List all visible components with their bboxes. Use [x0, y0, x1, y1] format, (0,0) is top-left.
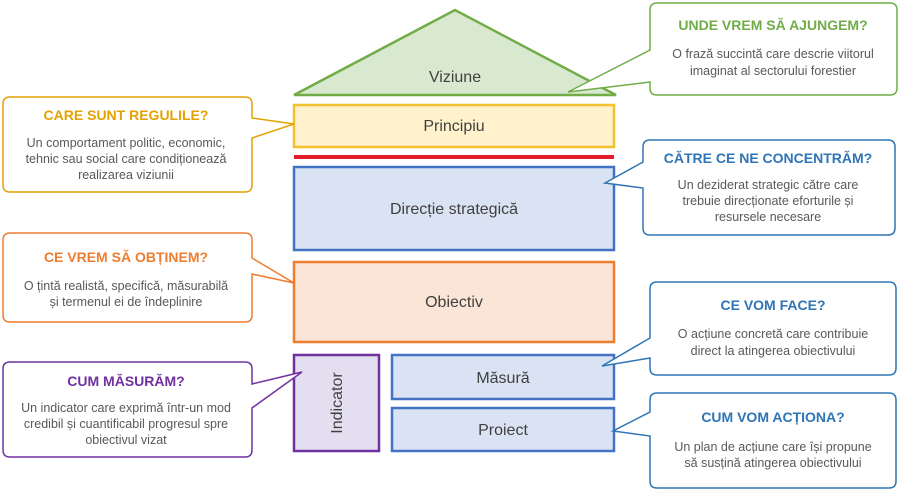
- masura-callout-line: O acțiune concretă care contribuie: [678, 327, 868, 341]
- proiect-box: Proiect: [390, 406, 616, 453]
- masura-box: Măsură: [390, 353, 616, 401]
- directie-rect: [292, 165, 616, 252]
- indicator-box: Indicator: [292, 353, 381, 453]
- principiu-callout: CARE SUNT REGULILE? Un comportament poli…: [2, 96, 295, 193]
- obiectiv-callout: CE VREM SĂ OBȚINEM? O țintă realistă, sp…: [2, 232, 295, 323]
- indicator-callout-title: CUM MĂSURĂM?: [67, 373, 184, 389]
- masura-callout: CE VOM FACE? O acțiune concretă care con…: [601, 281, 897, 376]
- viziune-callout-title: UNDE VREM SĂ AJUNGEM?: [678, 17, 867, 33]
- directie-callout-title: CĂTRE CE NE CONCENTRĂM?: [664, 150, 872, 166]
- proiect-callout: CUM VOM ACȚIONA? Un plan de acțiune care…: [610, 392, 897, 489]
- masura-rect: [390, 353, 616, 401]
- viziune-label: Viziune: [429, 69, 481, 86]
- masura-label: Măsură: [476, 370, 529, 387]
- directie-callout-line: resursele necesare: [715, 210, 821, 224]
- directie-box: Direcție strategică: [292, 165, 616, 252]
- obiectiv-callout-title: CE VREM SĂ OBȚINEM?: [44, 249, 208, 265]
- directie-callout: CĂTRE CE NE CONCENTRĂM? Un deziderat str…: [602, 139, 896, 236]
- proiect-rect: [390, 406, 616, 453]
- principiu-callout-title: CARE SUNT REGULILE?: [44, 107, 209, 123]
- indicator-rect: [292, 353, 381, 453]
- proiect-callout-line: Un plan de acțiune care își propune: [674, 440, 871, 454]
- indicator-callout-line: Un indicator care exprimă într-un mod: [21, 401, 231, 415]
- principiu-callout-line: Un comportament politic, economic,: [27, 136, 226, 150]
- principiu-rect: [292, 103, 616, 149]
- principiu-callout-shape: [2, 96, 295, 193]
- masura-callout-title: CE VOM FACE?: [720, 297, 825, 313]
- principiu-label: Principiu: [423, 118, 484, 135]
- proiect-callout-shape: [610, 392, 897, 489]
- viziune-triangle: [293, 8, 617, 97]
- indicator-label: Indicator: [329, 372, 346, 434]
- viziune-shape: Viziune: [293, 8, 617, 97]
- proiect-callout-line: să susțină atingerea obiectivului: [684, 456, 861, 470]
- obiectiv-callout-line: O țintă realistă, specifică, măsurabilă: [24, 279, 228, 293]
- viziune-callout: UNDE VREM SĂ AJUNGEM? O frază succintă c…: [567, 2, 898, 96]
- proiect-callout-title: CUM VOM ACȚIONA?: [701, 409, 844, 425]
- viziune-callout-shape: [567, 2, 898, 96]
- proiect-label: Proiect: [478, 422, 528, 439]
- masura-callout-shape: [601, 281, 897, 376]
- directie-callout-shape: [602, 139, 896, 236]
- indicator-callout-line: obiectivul vizat: [85, 433, 167, 447]
- indicator-callout-shape: [2, 361, 303, 458]
- obiectiv-box: Obiectiv: [292, 260, 616, 344]
- viziune-callout-line: imaginat al sectorului forestier: [690, 64, 856, 78]
- directie-callout-line: trebuie direcționate eforturile și: [683, 194, 854, 208]
- obiectiv-rect: [292, 260, 616, 344]
- principiu-callout-line: realizarea viziunii: [78, 168, 174, 182]
- obiectiv-label: Obiectiv: [425, 294, 483, 311]
- directie-callout-line: Un deziderat strategic către care: [678, 178, 859, 192]
- directie-label: Direcție strategică: [390, 201, 518, 218]
- indicator-callout: CUM MĂSURĂM? Un indicator care exprimă î…: [2, 361, 303, 458]
- masura-callout-line: direct la atingerea obiectivului: [691, 344, 856, 358]
- principiu-box: Principiu: [292, 103, 616, 149]
- indicator-callout-line: credibil și cuantificabil progresul spre: [24, 417, 228, 431]
- principiu-callout-line: tehnic sau social care condiționează: [26, 152, 227, 166]
- obiectiv-callout-shape: [2, 232, 295, 323]
- viziune-callout-line: O frază succintă care descrie viitorul: [672, 47, 873, 61]
- obiectiv-callout-line: și termenul ei de îndeplinire: [50, 295, 203, 309]
